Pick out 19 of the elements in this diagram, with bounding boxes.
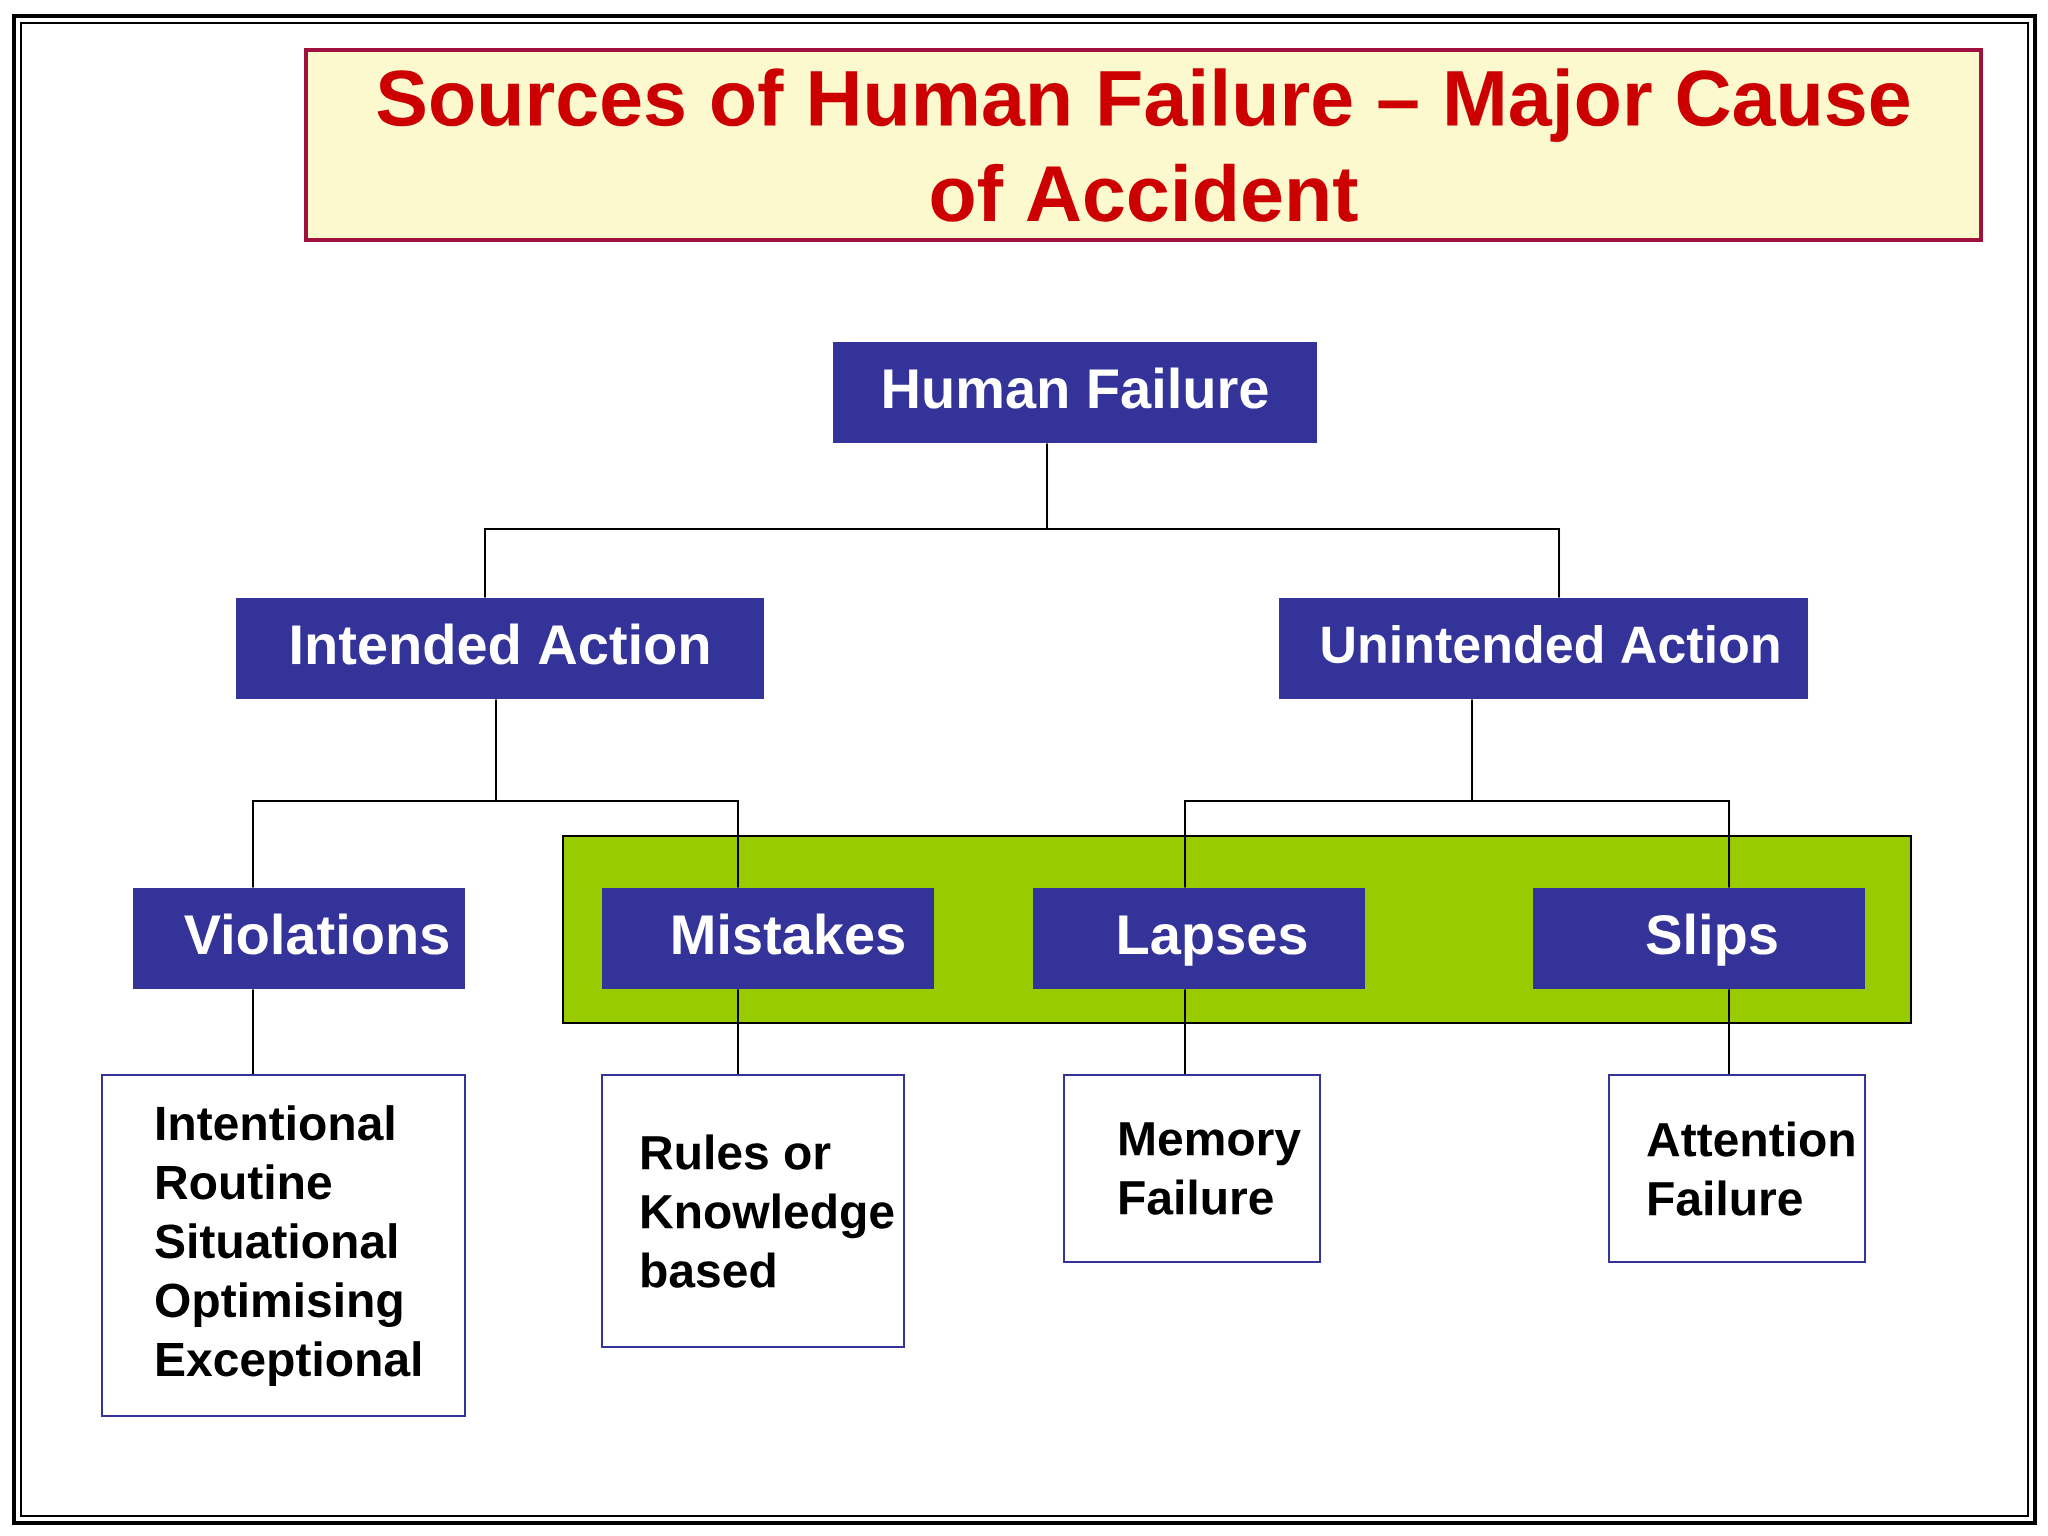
- description-box: Intentional Routine Situational Optimising Exceptional: [101, 1074, 466, 1417]
- description-box: Rules or Knowledge based: [601, 1074, 905, 1348]
- category-box: Lapses: [1033, 888, 1365, 989]
- category-box: Unintended Action: [1279, 598, 1809, 699]
- connector-line: [1184, 698, 1731, 889]
- connector-line: [252, 988, 254, 1075]
- description-box: Memory Failure: [1063, 1074, 1321, 1263]
- connector-line: [737, 988, 739, 1075]
- connector-line: [1184, 988, 1186, 1075]
- description-box: Attention Failure: [1608, 1074, 1867, 1263]
- category-box: Slips: [1533, 888, 1866, 989]
- connector-line: [1728, 988, 1731, 1075]
- category-box: Intended Action: [236, 598, 764, 699]
- connector-line: [252, 698, 739, 889]
- category-box: Violations: [133, 888, 465, 989]
- category-box: Human Failure: [833, 342, 1317, 443]
- category-box: Mistakes: [602, 888, 934, 989]
- title-banner: Sources of Human Failure – Major Cause of Accident: [304, 48, 1984, 242]
- connector-line: [484, 442, 1560, 599]
